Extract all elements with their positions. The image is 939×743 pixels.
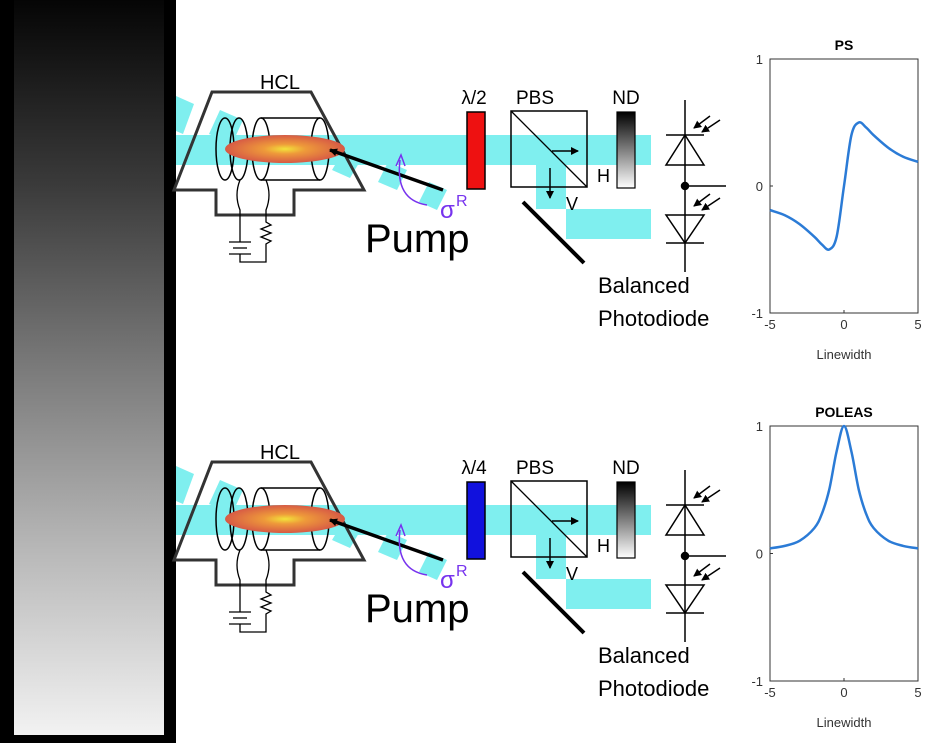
quarter-wave-plate	[466, 481, 486, 560]
y-tick-label: 0	[756, 179, 763, 194]
v-label: V	[566, 564, 578, 584]
pump-label: Pump	[365, 217, 470, 261]
plot-frame	[769, 425, 919, 682]
pbs-label: PBS	[516, 88, 554, 109]
chart-title: PS	[835, 37, 854, 53]
nd-filter	[616, 481, 636, 559]
sidebar-bar	[0, 0, 176, 743]
balanced-photodiode-symbol	[664, 470, 726, 642]
x-tick-label: -5	[764, 685, 776, 700]
y-tick-label: 0	[756, 547, 763, 562]
nd-filter	[616, 111, 636, 189]
x-axis-label: Linewidth	[817, 715, 872, 730]
y-tick-label: -1	[751, 306, 763, 321]
reflected-beam-horizontal	[566, 209, 651, 239]
detector-label-line1: Balanced	[598, 273, 690, 298]
detector-label-line1: Balanced	[598, 643, 690, 668]
detector-label-line2: Photodiode	[598, 676, 709, 701]
x-tick-label: 0	[840, 685, 847, 700]
polarization-rotation-arrow	[398, 529, 428, 576]
balanced-photodiode-symbol	[664, 100, 726, 272]
hcl-label: HCL	[260, 72, 300, 94]
resistor-circuit	[239, 179, 273, 263]
reflected-beam-horizontal	[566, 579, 651, 609]
series-line	[769, 121, 919, 251]
mirror	[521, 570, 586, 635]
y-tick-label: -1	[751, 674, 763, 689]
polarizing-beam-splitter	[510, 480, 588, 558]
pbs-label: PBS	[516, 458, 554, 479]
x-axis-label: Linewidth	[817, 347, 872, 362]
sigma-superscript: R	[456, 193, 468, 210]
hcl-label: HCL	[260, 442, 300, 464]
x-tick-label: -5	[764, 317, 776, 332]
hcl-lamp-housing	[171, 460, 367, 587]
detector-label-line2: Photodiode	[598, 306, 709, 331]
mirror	[521, 200, 586, 265]
polarizing-beam-splitter	[510, 110, 588, 188]
sigma-superscript: R	[456, 563, 468, 580]
resistor-circuit	[239, 549, 273, 633]
setup-panel-half-wave: HCL Pump σ R λ/2 PBS H V	[171, 72, 726, 331]
poleas-chart: POLEAS Linewidth -5 0 5 -1 0 1	[751, 404, 921, 730]
h-label: H	[597, 166, 610, 186]
y-tick-label: 1	[756, 52, 763, 67]
nd-label: ND	[612, 458, 639, 479]
setup-panel-quarter-wave: HCL Pump σ R λ/4 PBS H V ND	[171, 442, 726, 701]
h-label: H	[597, 536, 610, 556]
sidebar-gradient-panel	[14, 0, 164, 735]
nd-label: ND	[612, 88, 639, 109]
plasma-glow	[225, 505, 345, 533]
series-line	[769, 424, 919, 550]
waveplate-label: λ/2	[461, 88, 486, 109]
chart-title: POLEAS	[815, 404, 873, 420]
v-label: V	[566, 194, 578, 214]
y-tick-label: 1	[756, 419, 763, 434]
sigma-label: σ	[440, 197, 455, 224]
pump-arrow	[329, 518, 444, 562]
x-tick-label: 0	[840, 317, 847, 332]
pump-label: Pump	[365, 587, 470, 631]
waveplate-label: λ/4	[461, 458, 487, 479]
hcl-lamp-housing	[171, 90, 367, 217]
sigma-label: σ	[440, 567, 455, 594]
half-wave-plate	[466, 111, 486, 190]
pump-arrow	[329, 148, 444, 192]
x-tick-label: 5	[914, 685, 921, 700]
plasma-glow	[225, 135, 345, 163]
polarization-rotation-arrow	[398, 159, 428, 206]
x-tick-label: 5	[914, 317, 921, 332]
ps-chart: PS Linewidth -5 0 5 -1 0 1	[751, 37, 921, 362]
